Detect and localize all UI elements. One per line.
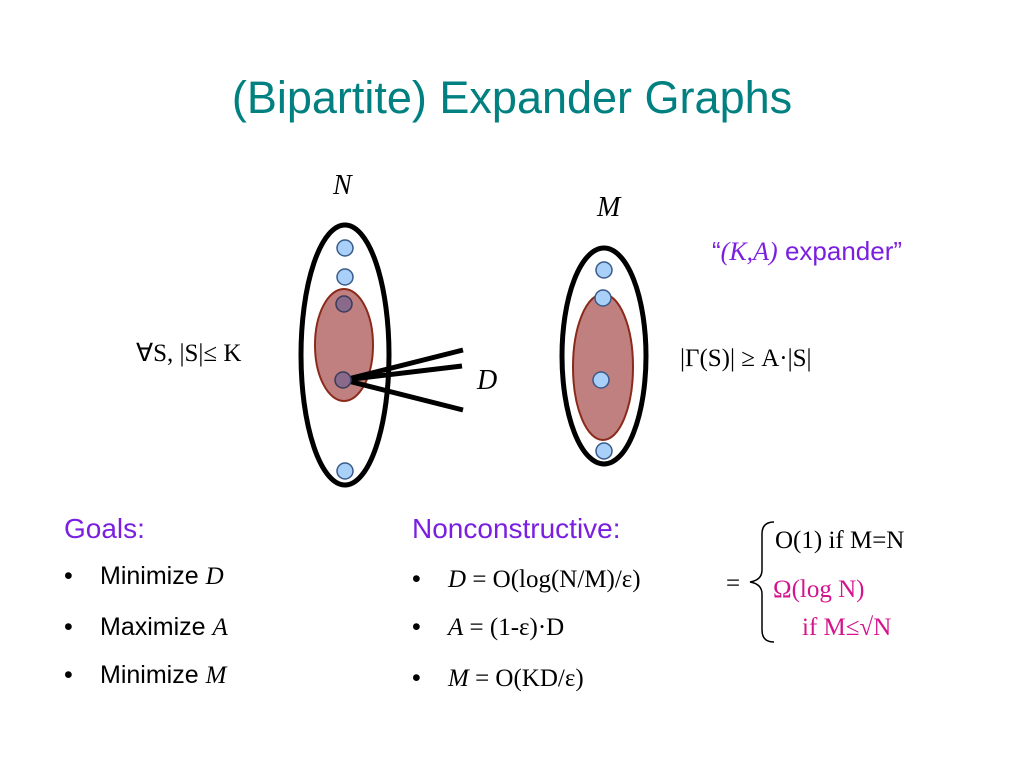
expander-params: (K,A) bbox=[720, 237, 778, 266]
subset-s bbox=[314, 288, 374, 402]
vertex bbox=[594, 289, 612, 307]
goals-heading: Goals: bbox=[64, 513, 145, 544]
right-vertex-set bbox=[559, 245, 649, 467]
vertex bbox=[336, 268, 354, 286]
nonconstructive-heading: Nonconstructive: bbox=[412, 513, 621, 544]
vertex bbox=[595, 442, 613, 460]
quote-mark: “ bbox=[712, 236, 721, 266]
vertex bbox=[335, 295, 353, 313]
case-m-le-sqrt-n: if M≤√N bbox=[802, 614, 892, 641]
vertex bbox=[595, 261, 613, 279]
vertex bbox=[336, 462, 354, 480]
vertex bbox=[334, 371, 352, 389]
degree-label: D bbox=[477, 365, 498, 396]
vertex bbox=[592, 371, 610, 389]
subset-condition: ∀S, |S|≤ K bbox=[136, 340, 242, 367]
equals-sign: = bbox=[726, 570, 741, 597]
case-log-n: Ω(log N) bbox=[773, 576, 865, 603]
case-m-equals-n: O(1) if M=N bbox=[775, 527, 905, 554]
left-vertex-set bbox=[298, 222, 392, 488]
vertex bbox=[336, 239, 354, 257]
edge bbox=[343, 347, 464, 383]
curly-brace bbox=[749, 521, 775, 643]
bound-item: •A = (1-ε)·D bbox=[412, 613, 565, 641]
expander-word: expander” bbox=[777, 236, 903, 266]
neighborhood-gamma-s bbox=[572, 293, 634, 441]
goal-item: •Minimize D bbox=[64, 562, 224, 590]
edge bbox=[343, 377, 464, 413]
goal-item: •Minimize M bbox=[64, 661, 227, 689]
expander-definition-label: “(K,A) expander” bbox=[712, 236, 902, 267]
bound-item: •D = O(log(N/M)/ε) bbox=[412, 565, 641, 593]
right-set-label: M bbox=[597, 192, 621, 223]
page-title: (Bipartite) Expander Graphs bbox=[231, 72, 793, 123]
bound-item: •M = O(KD/ε) bbox=[412, 664, 584, 692]
goal-item: •Maximize A bbox=[64, 613, 228, 641]
edge bbox=[343, 363, 463, 383]
left-set-label: N bbox=[333, 170, 352, 201]
expansion-condition: |Γ(S)| ≥ A·|S| bbox=[680, 345, 812, 372]
